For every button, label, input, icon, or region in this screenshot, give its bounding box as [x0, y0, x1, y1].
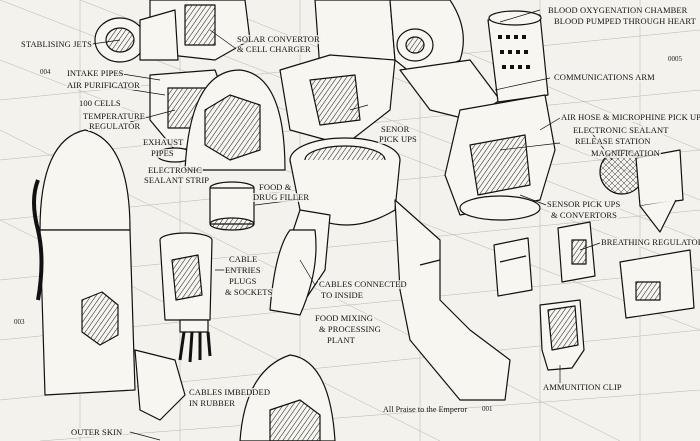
thigh-plate: [239, 354, 336, 441]
backpack-unit: [94, 0, 251, 63]
label-electronic-sealant-strip-1: ELECTRONIC: [147, 165, 203, 175]
label-senor-pick-ups-2: PICK UPS: [378, 134, 418, 144]
ammunition-clip: [539, 299, 585, 371]
label-exhaust-pipes-2: PIPES: [150, 148, 175, 158]
label-cables-connected-2: TO INSIDE: [320, 290, 365, 300]
label-sealant-release-2: RELEASE STATION: [574, 136, 652, 146]
label-breathing-regulator: BREATHING REGULATOR: [600, 238, 700, 247]
label-solar-convertor-2: & CELL CHARGER: [236, 44, 312, 54]
label-electronic-sealant-strip-2: SEALANT STRIP: [143, 175, 211, 185]
pelvis-ring: [289, 137, 401, 226]
label-communications-arm: COMMUNICATIONS ARM: [553, 72, 656, 82]
label-sealant-release-1: ELECTRONIC SEALANT: [572, 125, 670, 135]
label-food-mixing-1: FOOD MIXING: [314, 313, 375, 323]
label-air-hose: AIR HOSE & MICROPHINE PICK UP: [560, 113, 700, 122]
label-exhaust-pipes-1: EXHAUST: [142, 137, 185, 147]
plate-number-004: 004: [40, 68, 51, 76]
label-outer-skin: OUTER SKIN: [70, 427, 124, 437]
leg-left: [269, 209, 331, 316]
label-cable-entries-2: ENTRIES: [224, 265, 262, 275]
label-cable-entries-4: & SOCKETS: [224, 287, 274, 297]
label-temperature-regulator-1: TEMPERATURE: [82, 111, 147, 121]
solar-convertor: [184, 69, 286, 171]
label-food-mixing-2: & PROCESSING: [318, 324, 382, 334]
label-air-purificator: AIR PURIFICATOR: [66, 80, 141, 90]
label-all-praise: All Praise to the Emperor: [383, 405, 468, 414]
label-magnification: MAGNIFICATION: [590, 148, 661, 158]
label-cables-connected-1: CABLES CONNECTED: [318, 279, 408, 289]
label-food-mixing-3: PLANT: [326, 335, 356, 345]
label-ammunition-clip: AMMUNITION CLIP: [542, 382, 623, 392]
label-food-drug-filler-1: FOOD &: [258, 182, 293, 192]
leg-right: [394, 199, 511, 401]
label-sensor-convertors-2: & CONVERTORS: [550, 210, 618, 220]
blood-oxygenation-chamber: [487, 10, 549, 103]
label-stabilising-jets: STABLISING JETS: [20, 39, 93, 49]
gauntlet-cylinder: [159, 232, 213, 363]
label-solar-convertor-1: SOLAR CONVERTOR: [236, 34, 321, 44]
label-cables-imbedded-1: CABLES IMBEDDED: [188, 387, 272, 397]
label-cables-imbedded-2: IN RUBBER: [188, 398, 237, 408]
label-intake-pipes: INTAKE PIPES: [66, 68, 125, 78]
food-drug-filler: [209, 181, 255, 231]
label-sensor-convertors-1: SENSOR PICK UPS: [546, 199, 622, 209]
torso-upper: [279, 0, 396, 146]
plate-number-003: 003: [14, 318, 25, 326]
label-temperature-regulator-2: REGULATOR: [88, 121, 142, 131]
label-blood-oxygenation-2: BLOOD PUMPED THROUGH HEART: [553, 16, 697, 26]
plate-number-001: 001: [482, 405, 493, 413]
sensor-box: [493, 237, 533, 297]
plate-number-0005: 0005: [668, 55, 682, 63]
breathing-regulator: [557, 221, 596, 283]
backpack-module: [619, 249, 695, 319]
label-food-drug-filler-2: DRUG FILLER: [252, 192, 311, 202]
shoulder-unit: [389, 0, 501, 121]
label-blood-oxygenation-1: BLOOD OXYGENATION CHAMBER: [547, 5, 689, 15]
arm-left-dome: [32, 129, 186, 421]
label-cable-entries-3: PLUGS: [228, 276, 258, 286]
forearm-right: [444, 94, 556, 221]
label-senor-pick-ups-1: SENOR: [380, 124, 411, 134]
label-100-cells: 100 CELLS: [78, 98, 122, 108]
side-module: [635, 149, 684, 233]
label-cable-entries-1: CABLE: [228, 254, 259, 264]
